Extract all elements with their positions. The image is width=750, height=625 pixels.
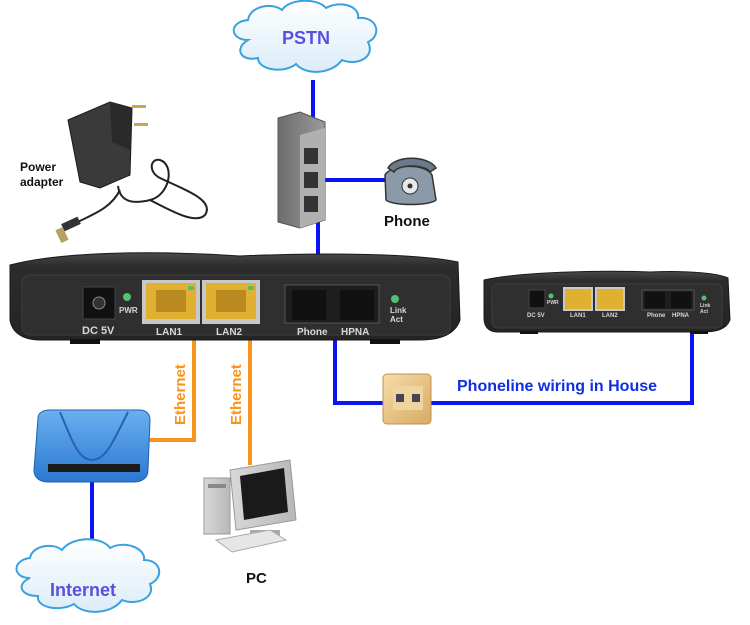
remote-act-label: Act bbox=[700, 309, 709, 315]
main-hpna-label: HPNA bbox=[341, 327, 370, 338]
splitter-icon bbox=[277, 111, 326, 229]
power-adapter-label-line2: adapter bbox=[20, 175, 64, 189]
pc-icon bbox=[203, 459, 297, 553]
remote-hpna-router bbox=[483, 270, 731, 334]
main-hpna-router bbox=[9, 252, 461, 344]
ethernet-label-1: Ethernet bbox=[172, 364, 189, 425]
internet-cloud bbox=[15, 538, 160, 613]
pc-label: PC bbox=[246, 570, 267, 587]
main-link-label: Link bbox=[390, 306, 407, 315]
hpna-port bbox=[340, 290, 374, 320]
remote-lan1-label: LAN1 bbox=[570, 313, 586, 319]
remote-lan2-label: LAN2 bbox=[602, 313, 618, 319]
remote-link-label: Link bbox=[700, 303, 711, 309]
phone-port bbox=[292, 290, 326, 320]
power-adapter-label: Power adapter bbox=[20, 160, 63, 190]
ethernet-cable-1 bbox=[148, 325, 196, 442]
pstn-label: PSTN bbox=[282, 28, 331, 48]
remote-phone-label: Phone bbox=[647, 313, 666, 319]
main-pwr-label: PWR bbox=[119, 306, 138, 315]
main-phone-label: Phone bbox=[297, 327, 328, 338]
remote-dc-label: DC 5V bbox=[527, 313, 545, 319]
phoneline-wiring bbox=[333, 318, 694, 405]
remote-pwr-label: PWR bbox=[547, 300, 559, 306]
phone-icon bbox=[384, 157, 438, 206]
phoneline-wiring-label: Phoneline wiring in House bbox=[457, 378, 658, 395]
main-lan2-label: LAN2 bbox=[216, 327, 243, 338]
pwr-led bbox=[123, 293, 131, 301]
wall-phone-jack-icon bbox=[382, 373, 432, 425]
main-act-label: Act bbox=[390, 315, 403, 324]
phone-label: Phone bbox=[384, 213, 430, 230]
internet-label: Internet bbox=[50, 580, 117, 600]
pstn-cloud bbox=[232, 0, 378, 73]
main-dc-label: DC 5V bbox=[82, 325, 115, 337]
power-adapter-label-line1: Power bbox=[20, 160, 57, 174]
power-adapter-icon bbox=[55, 101, 208, 244]
link-act-led bbox=[391, 295, 399, 303]
ethernet-label-2: Ethernet bbox=[228, 364, 245, 425]
modem-icon bbox=[33, 409, 151, 483]
remote-hpna-label: HPNA bbox=[672, 313, 690, 319]
main-lan1-label: LAN1 bbox=[156, 327, 183, 338]
